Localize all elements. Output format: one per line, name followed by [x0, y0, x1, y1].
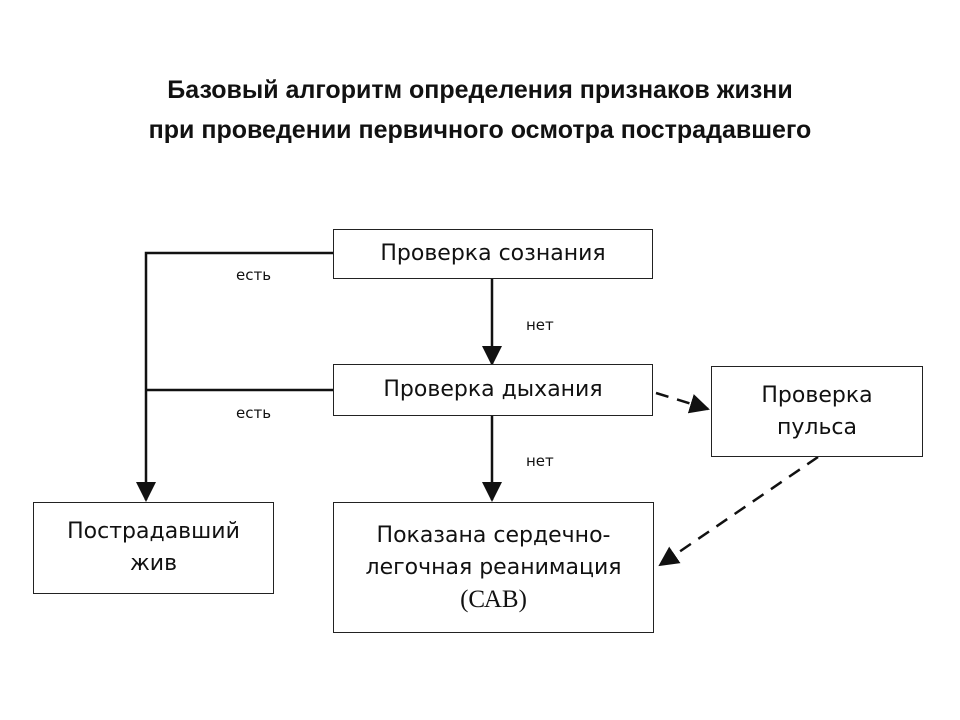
title-line-2: при проведении первичного осмотра постра… [148, 116, 812, 144]
edge-label-breathing-yes: есть [236, 404, 272, 422]
node-check-breathing: Проверка дыхания [333, 364, 653, 416]
node-cpr-line-1: Показана сердечно- [376, 522, 611, 548]
edge-breathing-to-pulse [655, 391, 710, 414]
edge-pulse-to-cpr [658, 455, 819, 567]
node-victim-alive: Пострадавший жив [33, 502, 274, 594]
edge-label-consciousness-no: нет [526, 316, 554, 334]
node-cpr-line-2: легочная реанимация [365, 554, 622, 580]
title-line-1: Базовый алгоритм определения признаков ж… [167, 76, 793, 104]
node-check-pulse-line-2: пульса [776, 414, 857, 440]
node-check-breathing-label: Проверка дыхания [383, 377, 603, 402]
node-check-consciousness: Проверка сознания [333, 229, 653, 279]
page-title: Базовый алгоритм определения признаков ж… [0, 70, 960, 150]
node-check-consciousness-label: Проверка сознания [380, 241, 606, 266]
node-cpr-indicated: Показана сердечно- легочная реанимация (… [333, 502, 654, 633]
node-cpr-line-3: (САВ) [460, 585, 527, 613]
edge-consciousness-to-alive [136, 251, 333, 502]
node-victim-alive-line-2: жив [129, 551, 178, 576]
edge-label-breathing-no: нет [526, 452, 554, 470]
node-check-pulse-line-1: Проверка [761, 382, 873, 408]
node-check-pulse: Проверка пульса [711, 366, 923, 457]
edge-label-consciousness-yes: есть [236, 266, 272, 284]
node-victim-alive-line-1: Пострадавший [67, 519, 240, 544]
